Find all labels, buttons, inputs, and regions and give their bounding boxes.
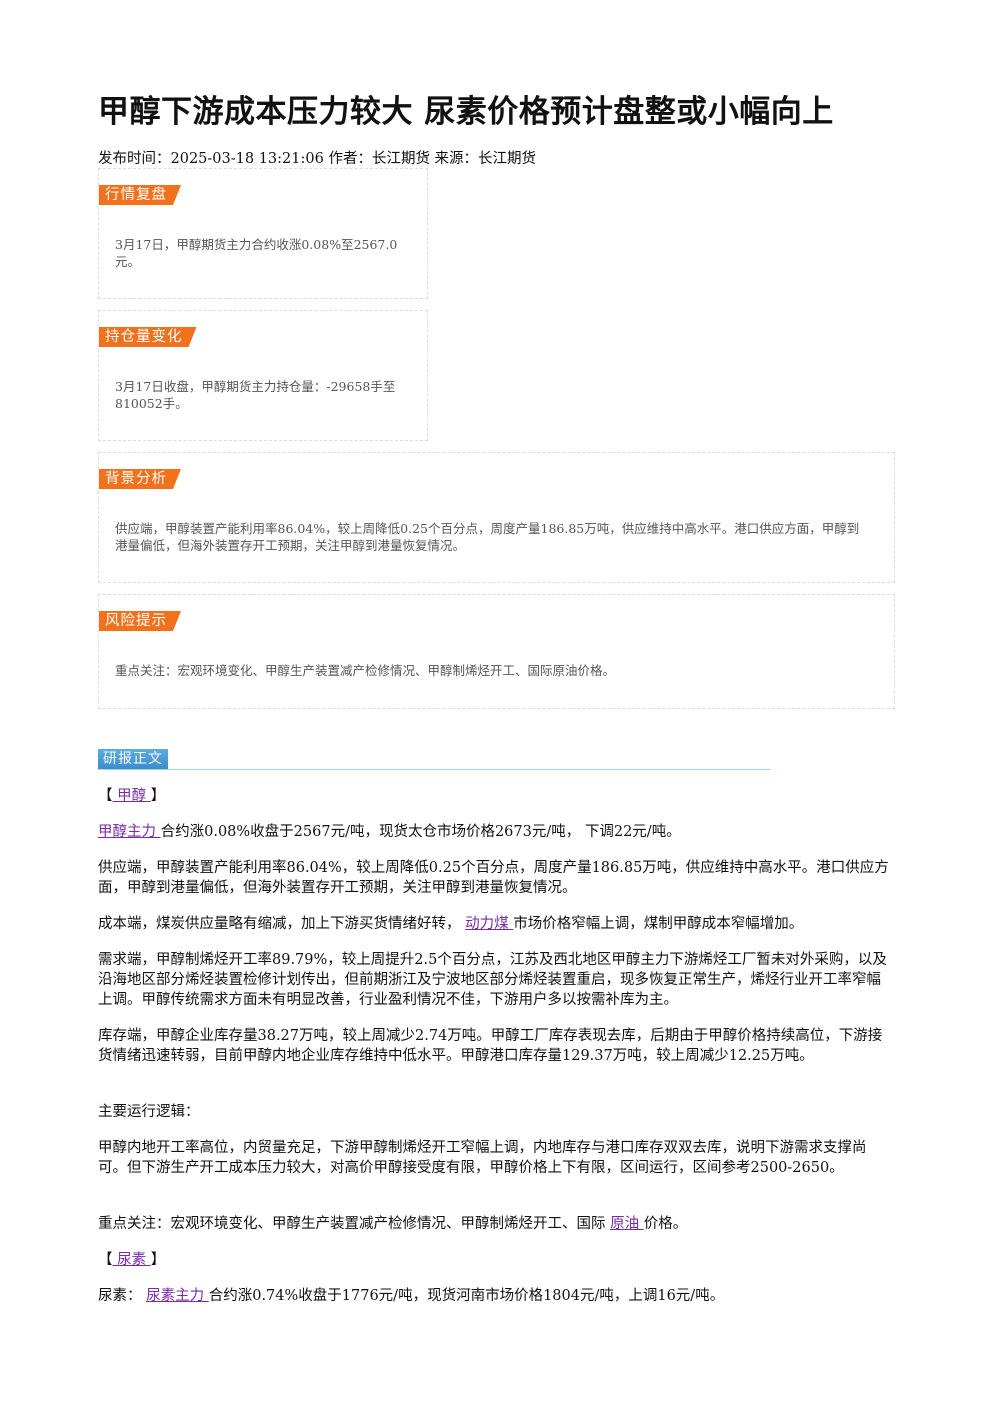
paragraph-3: 成本端，煤炭供应量略有缩减，加上下游买货情绪好转， 动力煤 市场价格窄幅上调，煤… (98, 914, 893, 934)
paragraph-2: 供应端，甲醇装置产能利用率86.04%，较上周降低0.25个百分点，周度产量18… (98, 860, 889, 896)
link-methanol[interactable]: 甲醇 (112, 788, 151, 804)
link-urea[interactable]: 尿素 (112, 1252, 151, 1268)
link-urea-main[interactable]: 尿素主力 (146, 1288, 209, 1304)
box-tag: 行情复盘 (99, 185, 181, 205)
bracket-open: 【 (98, 788, 113, 804)
paragraph-6: 主要运行逻辑： (98, 1104, 200, 1120)
bracket-open: 【 (98, 1252, 113, 1268)
page-title: 甲醇下游成本压力较大 尿素价格预计盘整或小幅向上 (98, 94, 834, 130)
paragraph-5: 库存端，甲醇企业库存量38.27万吨，较上周减少2.74万吨。甲醇工厂库存表现去… (98, 1028, 883, 1064)
paragraph-7: 甲醇内地开工率高位，内贸量充足，下游甲醇制烯烃开工窄幅上调，内地库存与港口库存双… (98, 1140, 867, 1176)
link-methanol-main[interactable]: 甲醇主力 (98, 824, 161, 840)
summary-box-background: 背景分析 供应端，甲醇装置产能利用率86.04%，较上周降低0.25个百分点，周… (98, 452, 895, 583)
bracket-close: 】 (150, 1252, 166, 1268)
paragraph-text: 合约涨0.08%收盘于2567元/吨，现货太仓市场价格2673元/吨， 下调22… (160, 824, 681, 840)
box-tag: 背景分析 (99, 469, 181, 489)
box-text: 3月17日，甲醇期货主力合约收涨0.08%至2567.0元。 (115, 237, 398, 269)
paragraph-9: 尿素： 尿素主力 合约涨0.74%收盘于1776元/吨，现货河南市场价格1804… (98, 1286, 893, 1306)
paragraph-text: 市场价格窄幅上调，煤制甲醇成本窄幅增加。 (513, 916, 804, 932)
paragraph-text: 尿素： (98, 1288, 147, 1304)
section-label: 研报正文 (98, 749, 168, 769)
heading-methanol: 【 甲醇 】 (98, 786, 893, 806)
paragraph-text: 重点关注：宏观环境变化、甲醇生产装置减产检修情况、甲醇制烯烃开工、国际 (98, 1216, 611, 1232)
link-crude-oil[interactable]: 原油 (610, 1216, 644, 1232)
article-meta: 发布时间：2025-03-18 13:21:06 作者：长江期货 来源：长江期货 (98, 151, 537, 167)
summary-box-position: 持仓量变化 3月17日收盘，甲醇期货主力持仓量：-29658手至810052手。 (98, 310, 428, 441)
box-text: 3月17日收盘，甲醇期货主力持仓量：-29658手至810052手。 (115, 379, 396, 411)
section-header: 研报正文 (98, 749, 770, 770)
paragraph-1: 甲醇主力 合约涨0.08%收盘于2567元/吨，现货太仓市场价格2673元/吨，… (98, 822, 893, 842)
summary-box-risk: 风险提示 重点关注：宏观环境变化、甲醇生产装置减产检修情况、甲醇制烯烃开工、国际… (98, 594, 895, 709)
link-thermal-coal[interactable]: 动力煤 (465, 916, 514, 932)
box-text: 供应端，甲醇装置产能利用率86.04%，较上周降低0.25个百分点，周度产量18… (115, 521, 860, 553)
summary-box-review: 行情复盘 3月17日，甲醇期货主力合约收涨0.08%至2567.0元。 (98, 168, 428, 299)
box-tag: 风险提示 (99, 611, 181, 631)
paragraph-4: 需求端，甲醇制烯烃开工率89.79%，较上周提升2.5个百分点，江苏及西北地区甲… (98, 952, 887, 1008)
paragraph-text: 价格。 (643, 1216, 688, 1232)
paragraph-8: 重点关注：宏观环境变化、甲醇生产装置减产检修情况、甲醇制烯烃开工、国际 原油 价… (98, 1214, 893, 1234)
box-tag: 持仓量变化 (99, 327, 197, 347)
paragraph-text: 合约涨0.74%收盘于1776元/吨，现货河南市场价格1804元/吨，上调16元… (208, 1288, 725, 1304)
heading-urea: 【 尿素 】 (98, 1250, 893, 1270)
paragraph-text: 成本端，煤炭供应量略有缩减，加上下游买货情绪好转， (98, 916, 466, 932)
bracket-close: 】 (150, 788, 166, 804)
box-text: 重点关注：宏观环境变化、甲醇生产装置减产检修情况、甲醇制烯烃开工、国际原油价格。 (115, 663, 616, 678)
